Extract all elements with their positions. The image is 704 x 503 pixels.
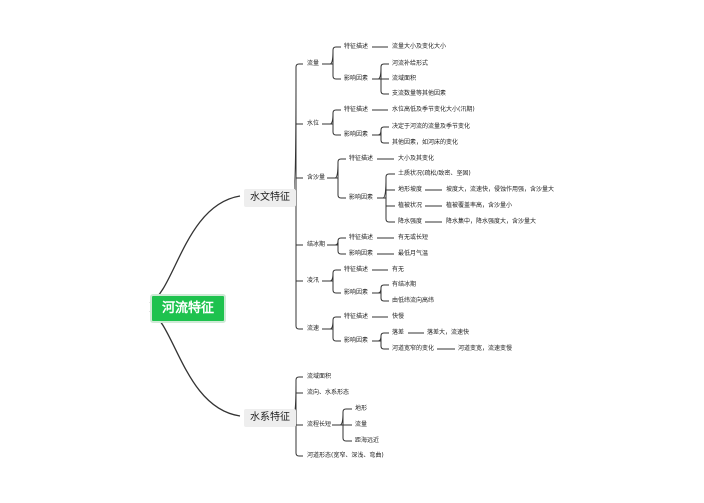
length-factor[interactable]: 地形	[355, 405, 368, 412]
topic-ice-flood[interactable]: 凌汛	[307, 277, 320, 284]
flow-influence-item[interactable]: 支流数量等其他因素	[392, 90, 447, 97]
system-basin-area[interactable]: 流域面积	[307, 373, 332, 380]
ice-influence-value[interactable]: 最低月气温	[398, 250, 429, 257]
sediment-soil[interactable]: 土质状况(疏松/致密、坚固)	[398, 170, 471, 177]
connector-line	[337, 194, 346, 199]
flow-char-label[interactable]: 特征描述	[344, 43, 369, 50]
connector-line	[329, 46, 341, 65]
sediment-slope-value[interactable]: 坡度大，流速快，侵蚀作用强，含沙量大	[446, 186, 555, 193]
connector-line	[377, 63, 389, 80]
connector-line	[380, 90, 389, 95]
level-char-label[interactable]: 特征描述	[344, 106, 369, 113]
topic-ice-period[interactable]: 结冰期	[307, 241, 326, 248]
speed-channel-width-value[interactable]: 河道变宽，流速变慢	[458, 345, 513, 352]
connector-line	[380, 139, 389, 144]
floe-char-value[interactable]: 有无	[392, 266, 405, 273]
flow-influence-label[interactable]: 影响因素	[344, 75, 369, 82]
connector-line	[377, 284, 389, 294]
system-channel-form[interactable]: 河道形态(宽窄、深浅、弯曲)	[307, 452, 384, 459]
flow-influence-item[interactable]: 河流补给形式	[392, 60, 429, 67]
connector-line	[295, 452, 303, 457]
sediment-rainfall-value[interactable]: 降水集中，降水强度大，含沙量大	[446, 218, 537, 225]
topic-water-system-features[interactable]: 水系特征	[244, 409, 296, 427]
connector-line	[339, 408, 352, 426]
connector-line	[329, 269, 341, 282]
connector-line	[329, 316, 341, 330]
connector-line	[380, 297, 389, 302]
connector-line	[334, 237, 346, 246]
topic-flow[interactable]: 流量	[307, 60, 320, 67]
connector-line	[385, 218, 395, 223]
connector-line	[332, 337, 341, 342]
sediment-char-label[interactable]: 特征描述	[349, 155, 374, 162]
floe-char-label[interactable]: 特征描述	[344, 266, 369, 273]
connector-line	[292, 63, 303, 197]
speed-channel-width[interactable]: 河道宽窄的变化	[392, 345, 435, 352]
ice-char-value[interactable]: 有无或长短	[398, 234, 429, 241]
speed-drop-value[interactable]: 落差大，流速快	[427, 329, 470, 336]
connector-line	[334, 158, 346, 179]
level-influence-item[interactable]: 决定于河流的流量及季节变化	[392, 123, 471, 130]
root-topic[interactable]: 河流特征	[150, 294, 227, 323]
speed-char-label[interactable]: 特征描述	[344, 313, 369, 320]
system-flow-direction[interactable]: 流向、水系形态	[307, 389, 350, 396]
connector-line	[149, 195, 241, 304]
connector-line	[329, 109, 341, 125]
ice-influence-label[interactable]: 影响因素	[349, 250, 374, 257]
level-influence-item[interactable]: 其他因素，如河床的变化	[392, 139, 459, 146]
topic-flow-speed[interactable]: 流速	[307, 325, 320, 332]
sediment-slope[interactable]: 地形坡度	[398, 186, 423, 193]
connector-line	[342, 437, 352, 442]
connector-line	[337, 250, 346, 255]
floe-influence-item[interactable]: 有结冰期	[392, 281, 417, 288]
topic-sediment[interactable]: 含沙量	[307, 174, 326, 181]
topic-course-length[interactable]: 流程长短	[307, 421, 332, 428]
flow-char-value[interactable]: 流量大小及变化大小	[392, 43, 447, 50]
sediment-char-value[interactable]: 大小及其变化	[398, 155, 435, 162]
sediment-vegetation-value[interactable]: 植被覆盖率高，含沙量小	[446, 202, 513, 209]
sediment-rainfall[interactable]: 降水强度	[398, 218, 423, 225]
level-influence-label[interactable]: 影响因素	[344, 131, 369, 138]
speed-drop[interactable]: 落差	[392, 329, 405, 336]
connector-line	[377, 332, 389, 342]
connector-line	[377, 126, 389, 136]
connector-line	[332, 289, 341, 294]
connector-line	[295, 325, 303, 330]
length-factor[interactable]: 距海远近	[355, 437, 380, 444]
connector-line	[380, 345, 389, 350]
sediment-influence-label[interactable]: 影响因素	[349, 194, 374, 201]
connector-line	[332, 75, 341, 80]
floe-influence-label[interactable]: 影响因素	[344, 289, 369, 296]
flow-influence-item[interactable]: 流域面积	[392, 75, 417, 82]
topic-water-level[interactable]: 水位	[307, 120, 320, 127]
sediment-vegetation[interactable]: 植被状况	[398, 202, 423, 209]
ice-char-label[interactable]: 特征描述	[349, 234, 374, 241]
floe-influence-item[interactable]: 由低纬流向高纬	[392, 297, 435, 304]
connector-line	[332, 131, 341, 136]
speed-influence-label[interactable]: 影响因素	[344, 337, 369, 344]
speed-char-value[interactable]: 快慢	[392, 313, 405, 320]
length-factor[interactable]: 流量	[355, 421, 368, 428]
topic-hydrological-features[interactable]: 水文特征	[244, 189, 296, 207]
connector-line	[149, 310, 241, 417]
connector-line	[382, 173, 395, 199]
level-char-value[interactable]: 水位高低及季节变化大小(汛期)	[392, 106, 475, 113]
